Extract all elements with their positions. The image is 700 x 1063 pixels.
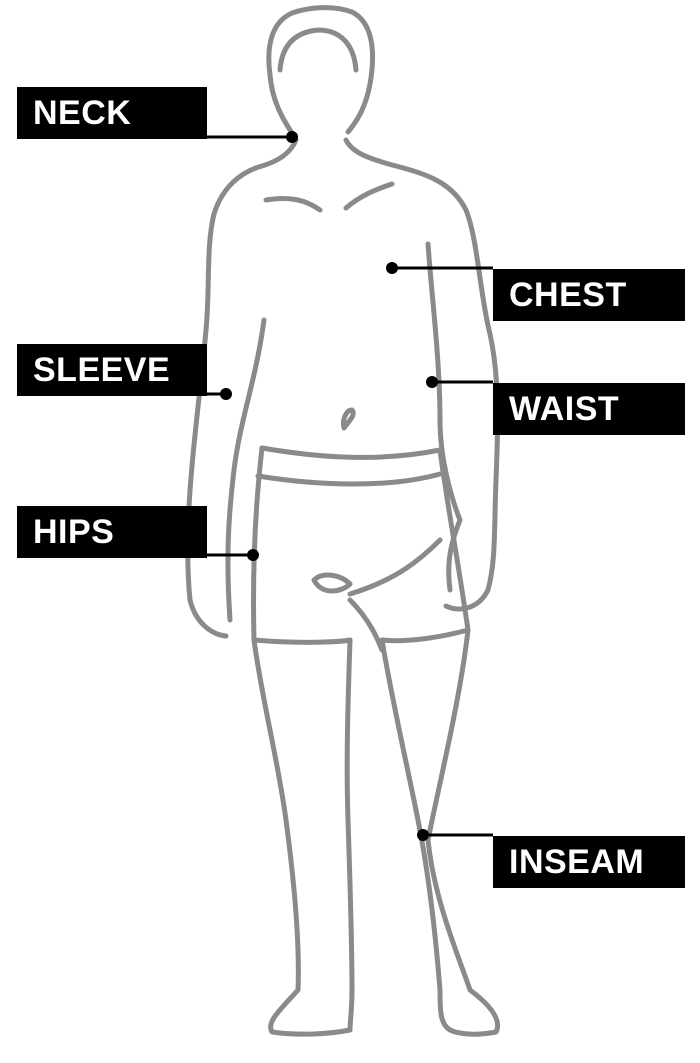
inseam-label: INSEAM <box>493 836 685 888</box>
shorts-right <box>379 447 471 644</box>
right-leg-outer <box>425 627 500 1037</box>
inner-arm-left <box>225 317 267 623</box>
left-leg-inner <box>344 637 355 1033</box>
chest-line-left <box>263 195 323 213</box>
hips-label: HIPS <box>17 506 207 558</box>
waist-label: WAIST <box>493 383 685 435</box>
chest-label: CHEST <box>493 269 685 321</box>
left-leg-outer <box>251 637 353 1037</box>
sleeve-point <box>220 388 232 400</box>
navel <box>341 407 356 431</box>
face-outline <box>277 27 359 73</box>
shoulder-line <box>185 137 299 639</box>
neck-point <box>286 131 298 143</box>
drawstring <box>311 572 353 594</box>
shorts-left <box>250 445 353 645</box>
right-leg-inner <box>379 637 453 1033</box>
shoulder-line-right <box>343 137 501 612</box>
neck-label: NECK <box>17 87 207 139</box>
waistband-bottom <box>255 471 443 487</box>
hips-point <box>247 549 259 561</box>
chest-point <box>386 262 398 274</box>
sleeve-label: SLEEVE <box>17 344 207 396</box>
chest-line-right <box>343 181 395 211</box>
waist-point <box>426 376 438 388</box>
waistband-top <box>259 445 443 460</box>
head-outline <box>266 5 376 136</box>
inseam-point <box>417 829 429 841</box>
hand-right <box>347 537 443 597</box>
